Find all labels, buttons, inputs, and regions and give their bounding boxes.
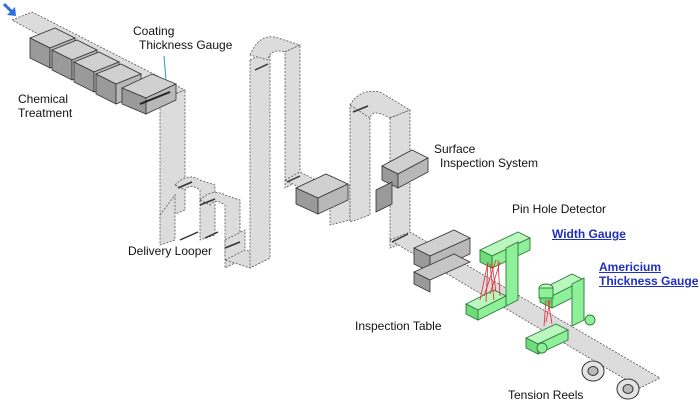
label-chemical-treatment-line1: Chemical (18, 92, 69, 106)
tall-loop-rollers (254, 63, 409, 243)
label-surface-line2: Inspection System (440, 156, 539, 170)
label-delivery-looper: Delivery Looper (128, 244, 213, 258)
width-gauge-beams (479, 259, 501, 303)
label-coating-line2: Thickness Gauge (139, 38, 233, 52)
label-inspection-table: Inspection Table (355, 319, 442, 333)
americium-gauge-beams (543, 299, 553, 327)
label-surface-inspection: Surface Inspection System (434, 142, 538, 170)
steel-strip (11, 11, 661, 389)
label-pin-hole-detector: Pin Hole Detector (512, 202, 607, 216)
tension-reels (581, 360, 640, 400)
americium-thickness-gauge-link[interactable]: Americium Thickness Gauge (599, 260, 698, 288)
coating-thickness-gauge (121, 73, 177, 115)
width-gauge-link[interactable]: Width Gauge (552, 227, 626, 241)
surface-inspection-system (375, 149, 429, 213)
label-surface-line1: Surface (434, 142, 476, 156)
coating-gauge-leader (163, 55, 167, 81)
delivery-looper (177, 181, 241, 249)
pin-hole-detector (413, 229, 471, 293)
chemical-treatment-tanks (29, 27, 142, 105)
label-coating-line1: Coating (133, 24, 175, 38)
americium-thickness-gauge (524, 273, 596, 355)
label-chemical-treatment-line2: Treatment (18, 106, 73, 120)
label-chemical-treatment: Chemical Treatment (18, 92, 72, 120)
label-tension-reels: Tension Reels (508, 388, 584, 402)
americium-line2[interactable]: Thickness Gauge (599, 274, 699, 288)
label-coating-thickness-gauge: Coating Thickness Gauge (133, 24, 232, 52)
middle-gauge (295, 173, 349, 215)
arrow-down-right-icon (2, 2, 16, 16)
americium-line1[interactable]: Americium (599, 260, 662, 274)
